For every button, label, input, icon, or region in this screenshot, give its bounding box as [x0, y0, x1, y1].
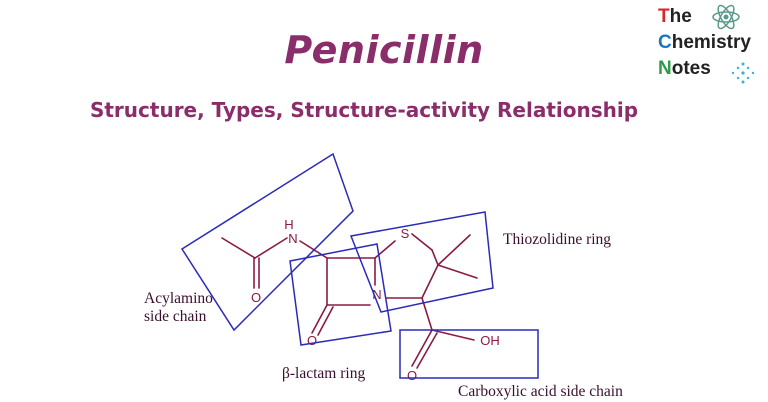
atom-o-lactam: O	[307, 333, 317, 348]
beta-lactam-label: β-lactam ring	[282, 365, 366, 382]
atom-o-amide: O	[251, 290, 261, 305]
atom-n-amide: N	[288, 231, 297, 246]
molecule-bonds	[221, 233, 478, 369]
thiozolidine-label: Thiozolidine ring	[503, 231, 612, 248]
carboxylic-box	[399, 329, 539, 379]
sparkle-dots-icon	[731, 62, 755, 84]
atom-icon	[712, 4, 740, 30]
chemistry-notes-logo[interactable]: The Chemistry Notes	[658, 4, 766, 90]
atom-oh: OH	[480, 333, 500, 348]
logo-line-1: The	[658, 6, 692, 27]
atom-o-acid: O	[407, 368, 417, 383]
atom-h: H	[284, 217, 293, 232]
carboxylic-label: Carboxylic acid side chain	[458, 383, 623, 400]
page-title: Penicillin	[284, 28, 484, 72]
page-subtitle: Structure, Types, Structure-activity Rel…	[89, 98, 639, 122]
logo-line-2: Chemistry	[658, 32, 751, 53]
thiozolidine-box	[349, 211, 494, 313]
atom-n-ring: N	[372, 287, 381, 302]
acylamino-box	[180, 152, 354, 332]
logo-line-3: Notes	[658, 58, 711, 79]
beta-lactam-box	[289, 243, 392, 346]
atom-s: S	[401, 226, 410, 241]
acylamino-label: Acylamino side chain	[144, 290, 213, 325]
